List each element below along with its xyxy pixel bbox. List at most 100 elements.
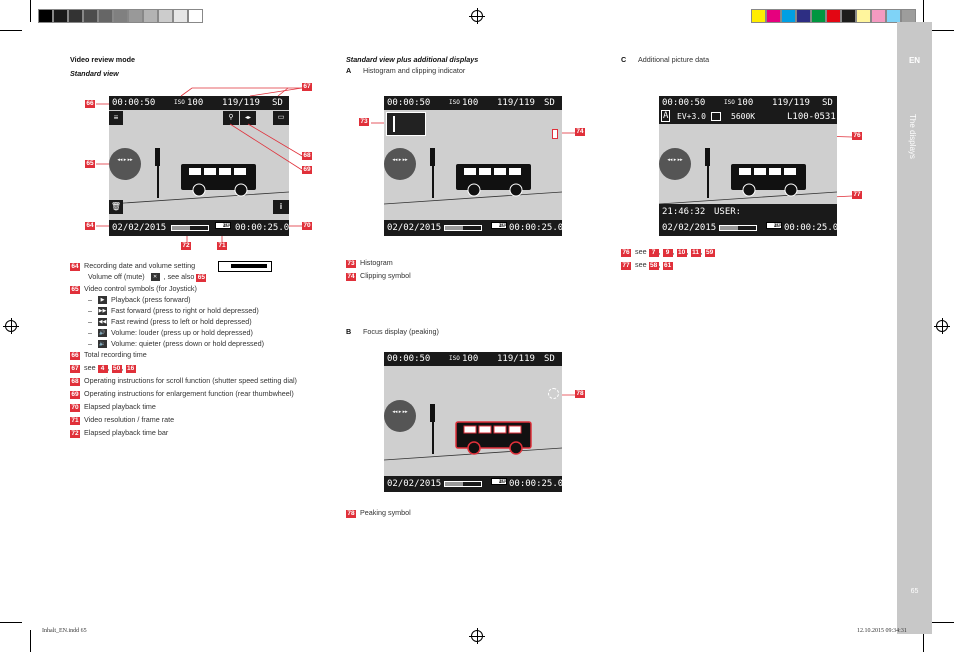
- iso-value: 100: [187, 98, 204, 108]
- crop-mark: [932, 622, 954, 623]
- item-a-text: Histogram and clipping indicator: [363, 66, 466, 75]
- elapsed-time: 00:00:25.00: [509, 479, 562, 489]
- mute-icon: ✕: [150, 273, 160, 282]
- color-swatch: [841, 9, 856, 23]
- chapter-sidebar: EN The displays 65: [897, 22, 932, 634]
- card-label: SD: [822, 98, 833, 108]
- progress-fill: [172, 226, 190, 230]
- iso-value: 100: [462, 354, 479, 364]
- control-symbol-icon: ▶▶: [98, 307, 107, 316]
- volume-off-text: Volume off (mute): [88, 272, 145, 281]
- scene-illustration: [384, 148, 562, 205]
- legend-text: Total recording time: [84, 350, 147, 359]
- callout-69: 69: [302, 166, 312, 174]
- crop-mark: [0, 30, 22, 31]
- histogram: [386, 112, 426, 136]
- color-swatch: [856, 9, 871, 23]
- color-swatch: [751, 9, 766, 23]
- legend-b: 78 Peaking symbol: [346, 508, 411, 518]
- resolution: 4K: [223, 223, 228, 228]
- playback-progress-bar: [171, 225, 209, 231]
- color-swatch: [871, 9, 886, 23]
- crop-mark: [0, 622, 22, 623]
- user-profile: USER:: [714, 207, 742, 217]
- progress-fill: [445, 482, 463, 486]
- gray-swatch: [83, 9, 98, 23]
- crop-mark: [30, 630, 31, 652]
- callout-77: 77: [852, 191, 862, 199]
- color-swatch: [796, 9, 811, 23]
- frame-rate: 25P: [499, 479, 507, 484]
- control-symbol-icon: ▶: [98, 296, 107, 305]
- control-text: Playback (press forward): [111, 295, 191, 304]
- total-time: 00:00:50: [387, 354, 431, 364]
- callout-64: 64: [85, 222, 95, 230]
- legend-text: Elapsed playback time: [84, 402, 156, 411]
- legend-text: Histogram: [360, 258, 393, 267]
- registration-mark: [469, 628, 485, 644]
- card-label: SD: [544, 354, 555, 364]
- item-letter-b: B: [346, 327, 352, 336]
- file-number: L100-0531: [787, 112, 836, 122]
- camera-screen-picture-data: 00:00:50 ISO 100 119/119 SD A EV+3.0 560…: [659, 96, 837, 236]
- playback-progress-bar: [444, 481, 482, 487]
- gray-swatch: [113, 9, 128, 23]
- playback-progress-bar: [719, 225, 757, 231]
- control-text: Volume: quieter (press down or hold depr…: [111, 339, 265, 348]
- progress-fill: [445, 226, 463, 230]
- elapsed-time: 00:00:25.00: [235, 223, 289, 233]
- info-i-icon: i: [273, 200, 289, 214]
- page-number: 65: [910, 588, 919, 595]
- color-swatch: [781, 9, 796, 23]
- control-symbol-icon: 🔊: [98, 329, 107, 338]
- gray-swatch: [68, 9, 83, 23]
- legend-text: Elapsed playback time bar: [84, 428, 169, 437]
- progress-fill: [720, 226, 738, 230]
- callout-78: 78: [575, 390, 585, 398]
- crop-mark: [932, 30, 954, 31]
- section-heading: Standard view plus additional displays: [346, 55, 479, 64]
- recording-date: 02/02/2015: [387, 479, 442, 489]
- item-letter-a: A: [346, 66, 352, 75]
- total-time: 00:00:50: [112, 98, 156, 108]
- legend-c: 76 see 7, 9, 10, 11, 59 77 see 58, 61: [621, 247, 715, 270]
- control-text: Fast rewind (press to left or hold depre…: [111, 317, 252, 326]
- gray-swatch: [158, 9, 173, 23]
- control-symbol-icon: 🔉: [98, 340, 107, 349]
- gray-swatch: [143, 9, 158, 23]
- iso-label: ISO: [724, 99, 735, 106]
- see-also-text: , see also: [163, 272, 195, 281]
- clipping-icon: [552, 129, 558, 139]
- iso-label: ISO: [449, 99, 460, 106]
- resolution: 4K: [774, 223, 779, 228]
- iso-value: 100: [737, 98, 754, 108]
- elapsed-time: 00:00:25.00: [784, 223, 837, 233]
- recording-date: 02/02/2015: [112, 223, 167, 233]
- footer-file: Inhalt_EN.indd 65: [42, 628, 87, 634]
- video-control-icon: ◂◂ ▸ ▸▸: [109, 148, 141, 180]
- legend-text: Operating instructions for enlargement f…: [84, 389, 294, 398]
- callout-67: 67: [302, 83, 312, 91]
- legend-text: Peaking symbol: [360, 508, 411, 517]
- crop-mark: [923, 0, 924, 22]
- video-control-icon: ◂◂ ▸ ▸▸: [384, 400, 416, 432]
- callout-65: 65: [85, 160, 95, 168]
- camera-screen-standard: 00:00:50 ISO 100 119/119 SD ≡ ⚲ ◂▸ ▭ ◂◂ …: [109, 96, 289, 236]
- language-tab: EN: [908, 56, 921, 65]
- item-letter-c: C: [621, 55, 627, 64]
- legend-text: Recording date and volume setting: [84, 261, 196, 270]
- exposure-compensation: EV+3.0: [677, 112, 706, 121]
- callout-68: 68: [302, 152, 312, 160]
- total-time: 00:00:50: [387, 98, 431, 108]
- legend-text: Video control symbols (for Joystick): [84, 284, 197, 293]
- callout-70: 70: [302, 222, 312, 230]
- control-text: Volume: louder (press up or hold depress…: [111, 328, 253, 337]
- frame-rate: 25P: [774, 223, 782, 228]
- item-b-text: Focus display (peaking): [363, 327, 439, 336]
- camera-screen-peaking: 00:00:50 ISO 100 119/119 SD ◂◂ ▸ ▸▸ 02/0…: [384, 352, 562, 492]
- peaking-icon: [548, 388, 559, 399]
- legend-text: Video resolution / frame rate: [84, 415, 175, 424]
- iso-value: 100: [462, 98, 479, 108]
- frame-count: 119/119: [222, 98, 260, 108]
- color-swatch: [811, 9, 826, 23]
